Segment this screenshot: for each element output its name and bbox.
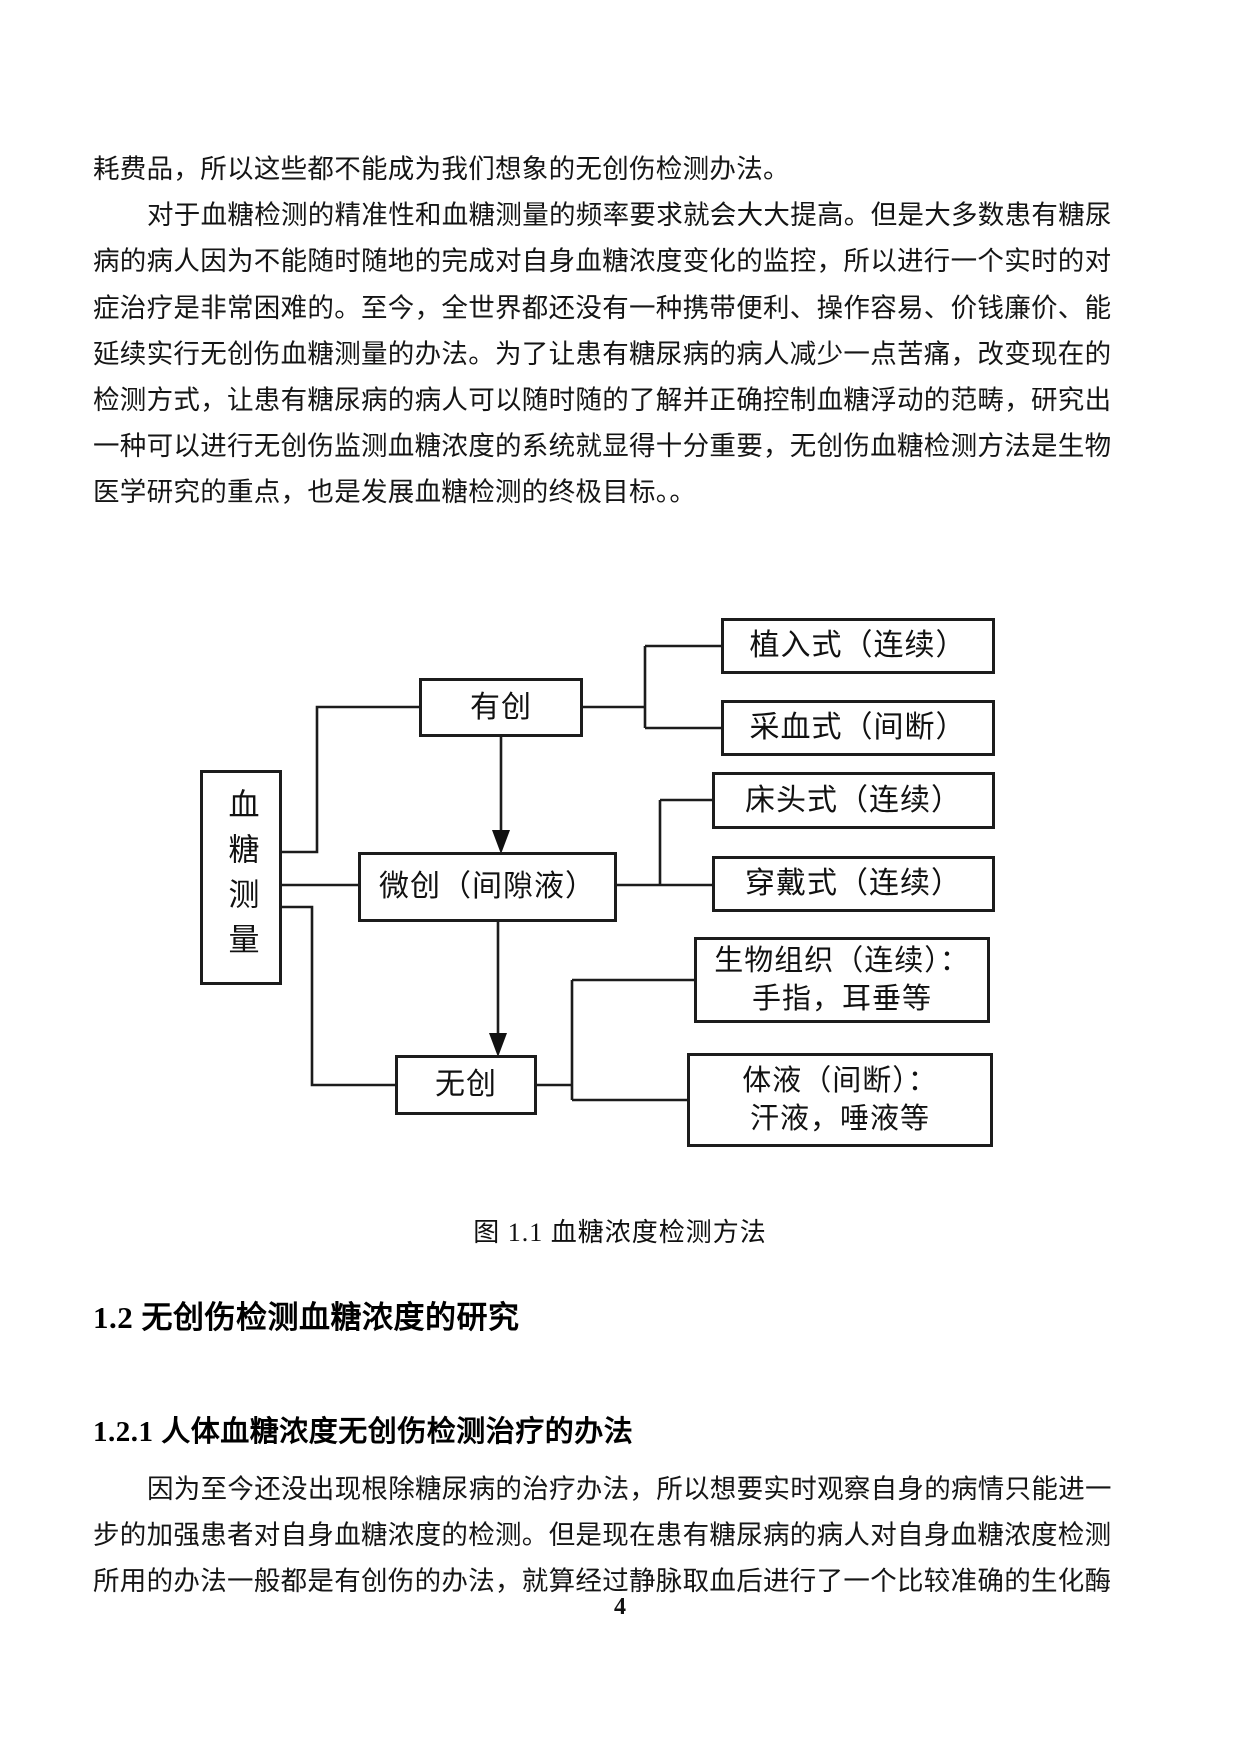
flowchart-node-non-invasive: 无创 bbox=[395, 1055, 537, 1115]
arrowhead-down-icon bbox=[489, 1033, 507, 1057]
flowchart-node-implantable: 植入式（连续） bbox=[721, 618, 995, 674]
text-line: 耗费品，所以这些都不能成为我们想象的无创伤检测办法。 bbox=[93, 154, 790, 184]
node-label-line: 体液（间断）： bbox=[742, 1065, 938, 1097]
flowchart-node-invasive: 有创 bbox=[419, 678, 583, 737]
section-heading-1-2-1: 1.2.1 人体血糖浓度无创伤检测治疗的办法 bbox=[93, 1416, 634, 1448]
text-line: 步的加强患者对自身血糖浓度的检测。但是现在患有糖尿病的病人对自身血糖浓度检测 bbox=[93, 1520, 1112, 1551]
flowchart-node-body-fluid: 体液（间断）： 汗液，唾液等 bbox=[687, 1053, 993, 1147]
text-line: 病的病人因为不能随时随地的完成对自身血糖浓度变化的监控，所以进行一个实时的对 bbox=[93, 246, 1112, 277]
text-line: 一种可以进行无创伤监测血糖浓度的系统就显得十分重要，无创伤血糖检测方法是生物 bbox=[93, 431, 1112, 462]
flowchart-node-blood-glucose-measurement: 血糖测量 bbox=[200, 770, 282, 985]
text-line: 对于血糖检测的精准性和血糖测量的频率要求就会大大提高。但是大多数患有糖尿 bbox=[147, 200, 1112, 231]
page-number: 4 bbox=[614, 1594, 626, 1620]
figure-caption: 图 1.1 血糖浓度检测方法 bbox=[473, 1218, 767, 1247]
flowchart-node-bedside: 床头式（连续） bbox=[712, 772, 995, 829]
node-label-line: 生物组织（连续）： bbox=[714, 945, 970, 977]
node-label-line: 汗液，唾液等 bbox=[749, 1103, 930, 1135]
flowchart-node-blood-sampling: 采血式（间断） bbox=[721, 700, 995, 756]
flowchart-node-biological-tissue: 生物组织（连续）： 手指，耳垂等 bbox=[694, 937, 990, 1023]
flowchart-node-wearable: 穿戴式（连续） bbox=[712, 856, 995, 912]
node-label-line: 手指，耳垂等 bbox=[751, 983, 932, 1015]
paragraph-bottom: 因为至今还没出现根除糖尿病的治疗办法，所以想要实时观察自身的病情只能进一 步的加… bbox=[93, 1466, 1113, 1605]
paragraph-top: 耗费品，所以这些都不能成为我们想象的无创伤检测办法。 对于血糖检测的精准性和血糖… bbox=[93, 146, 1113, 516]
arrowhead-down-icon bbox=[492, 830, 510, 854]
text-line: 检测方式，让患有糖尿病的病人可以随时随的了解并正确控制血糖浮动的范畴，研究出 bbox=[93, 384, 1112, 415]
flowchart-node-minimally-invasive: 微创（间隙液） bbox=[358, 852, 617, 922]
text-line: 因为至今还没出现根除糖尿病的治疗办法，所以想要实时观察自身的病情只能进一 bbox=[147, 1474, 1112, 1504]
text-line: 症治疗是非常困难的。至今，全世界都还没有一种携带便利、操作容易、价钱廉价、能 bbox=[93, 292, 1112, 323]
text-line: 所用的办法一般都是有创伤的办法，就算经过静脉取血后进行了一个比较准确的生化酶 bbox=[93, 1566, 1112, 1597]
section-heading-1-2: 1.2 无创伤检测血糖浓度的研究 bbox=[93, 1300, 520, 1335]
text-line: 延续实行无创伤血糖测量的办法。为了让患有糖尿病的病人减少一点苦痛，改变现在的 bbox=[93, 338, 1112, 369]
text-line: 医学研究的重点，也是发展血糖检测的终极目标。。 bbox=[93, 477, 697, 508]
